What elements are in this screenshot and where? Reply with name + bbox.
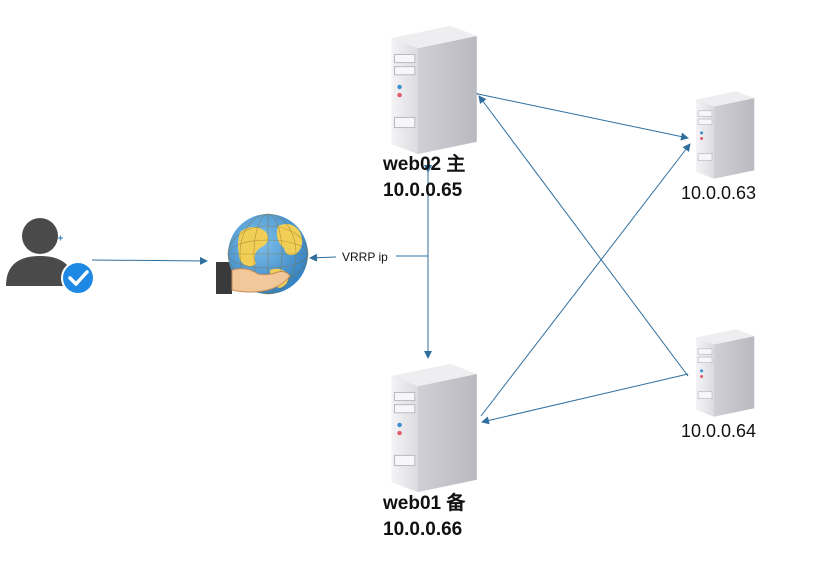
web01-ip-label: 10.0.0.66 xyxy=(383,519,463,540)
server-tower-icon-web01 xyxy=(390,363,478,493)
vrrp-ip-label: VRRP ip xyxy=(342,250,388,264)
vip-label-bg xyxy=(338,248,396,264)
edge-web02-db63 xyxy=(470,88,689,141)
edge-db64-to-web01 xyxy=(481,373,689,425)
edge-user-to-vip xyxy=(91,256,208,265)
web02-name-label: web02 主 xyxy=(383,154,466,175)
db64-ip-label: 10.0.0.64 xyxy=(681,421,757,441)
user-verified-icon xyxy=(6,218,95,295)
db63-ip-label: 10.0.0.63 xyxy=(681,183,757,203)
server-tower-icon-db64 xyxy=(695,329,755,417)
globe-in-hand-icon xyxy=(216,213,309,295)
server-tower-icon-db63 xyxy=(695,91,755,179)
edge-web01-to-db63 xyxy=(480,143,691,417)
web02-ip-label: 10.0.0.65 xyxy=(383,180,463,201)
server-tower-icon-web02 xyxy=(390,25,478,155)
edge-vip-link xyxy=(309,253,428,262)
web01-name-label: web01 备 xyxy=(383,493,466,514)
edge-db64-to-web02 xyxy=(478,95,689,377)
